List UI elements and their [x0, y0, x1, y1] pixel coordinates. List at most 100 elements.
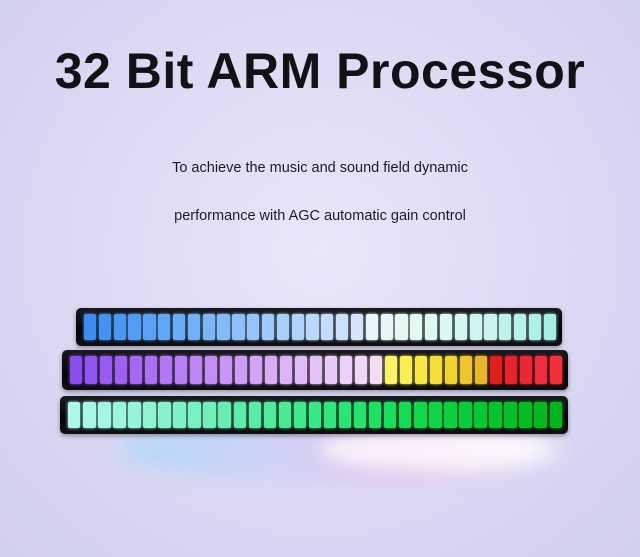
led-segment: [519, 401, 532, 429]
led-segment: [454, 313, 467, 341]
led-segment: [128, 313, 141, 341]
led-segment: [336, 313, 349, 341]
led-segment: [144, 356, 158, 384]
led-segment: [143, 313, 156, 341]
led-segment: [279, 356, 293, 384]
led-segment: [84, 356, 98, 384]
led-segment: [248, 401, 262, 429]
led-segment: [543, 313, 556, 341]
led-segment: [278, 401, 292, 429]
led-segment: [159, 356, 173, 384]
led-segment: [98, 313, 112, 341]
led-segment: [369, 356, 383, 384]
led-segment: [519, 356, 532, 384]
led-segment: [474, 401, 487, 429]
light-bar-purple-yellow-red: [62, 350, 568, 390]
led-segment: [459, 401, 472, 429]
led-segment: [113, 401, 126, 429]
led-segment: [276, 313, 289, 341]
led-segment: [439, 313, 453, 341]
led-segment: [294, 356, 308, 384]
led-segment: [264, 356, 278, 384]
led-segment: [489, 401, 502, 429]
led-segment: [263, 401, 277, 429]
led-segment: [425, 313, 438, 341]
led-segment: [380, 313, 393, 341]
led-segment: [172, 313, 186, 341]
led-segment: [114, 356, 128, 384]
led-segment: [339, 356, 353, 384]
led-segment: [504, 356, 517, 384]
led-segment: [308, 401, 322, 429]
led-segment: [219, 356, 233, 384]
led-segment: [410, 313, 423, 341]
led-segment: [429, 356, 443, 384]
led-segment: [504, 401, 517, 429]
led-segment: [204, 356, 218, 384]
led-segment: [247, 313, 260, 341]
led-segment: [528, 313, 542, 341]
subtitle-line-1: To achieve the music and sound field dyn…: [172, 160, 468, 176]
led-segment: [202, 313, 215, 341]
light-reflection-highlight: [320, 430, 550, 470]
headline: 32 Bit ARM Processor: [54, 43, 586, 99]
led-segment: [444, 356, 457, 384]
led-segment: [459, 356, 472, 384]
led-segment: [484, 313, 497, 341]
subtitle-line-2: performance with AGC automatic gain cont…: [174, 208, 466, 224]
led-segment: [395, 313, 408, 341]
led-segment: [429, 401, 442, 429]
led-segment: [188, 401, 201, 429]
led-segment: [414, 356, 428, 384]
led-segment: [187, 313, 201, 341]
led-segment: [323, 401, 337, 429]
led-segment: [338, 401, 352, 429]
led-segment: [469, 313, 482, 341]
led-segment: [234, 356, 248, 384]
led-segment: [534, 356, 547, 384]
led-segment: [173, 401, 186, 429]
led-segment: [350, 313, 364, 341]
led-segment: [99, 356, 113, 384]
led-segment: [354, 356, 368, 384]
led-segment: [399, 356, 413, 384]
led-segment: [98, 401, 111, 429]
led-segment: [249, 356, 263, 384]
led-segment: [514, 313, 527, 341]
led-segment: [306, 313, 319, 341]
led-segment: [143, 401, 156, 429]
led-segment: [261, 313, 275, 341]
led-segment: [474, 356, 487, 384]
led-segment: [489, 356, 502, 384]
led-segment: [383, 401, 397, 429]
led-segment: [368, 401, 382, 429]
led-segment: [293, 401, 307, 429]
led-segment: [113, 313, 126, 341]
led-segment: [217, 313, 230, 341]
led-segment: [534, 401, 547, 429]
led-segment: [218, 401, 231, 429]
led-segment: [321, 313, 334, 341]
led-segment: [68, 401, 81, 429]
led-segment: [174, 356, 188, 384]
led-segment: [549, 401, 562, 429]
led-segment: [549, 356, 562, 384]
led-segment: [83, 401, 96, 429]
led-segment: [444, 401, 457, 429]
led-segment: [232, 313, 245, 341]
led-segment: [499, 313, 512, 341]
led-segment: [158, 401, 171, 429]
led-segment: [309, 356, 323, 384]
led-segment: [414, 401, 427, 429]
led-segment: [324, 356, 338, 384]
light-bar-blue: [76, 308, 562, 346]
led-segment: [128, 401, 141, 429]
led-segment: [399, 401, 412, 429]
led-segment: [353, 401, 367, 429]
led-segment: [291, 313, 304, 341]
led-segment: [189, 356, 203, 384]
led-segment: [129, 356, 143, 384]
led-segment: [233, 401, 246, 429]
light-bar-green: [60, 396, 568, 434]
led-segment: [158, 313, 171, 341]
